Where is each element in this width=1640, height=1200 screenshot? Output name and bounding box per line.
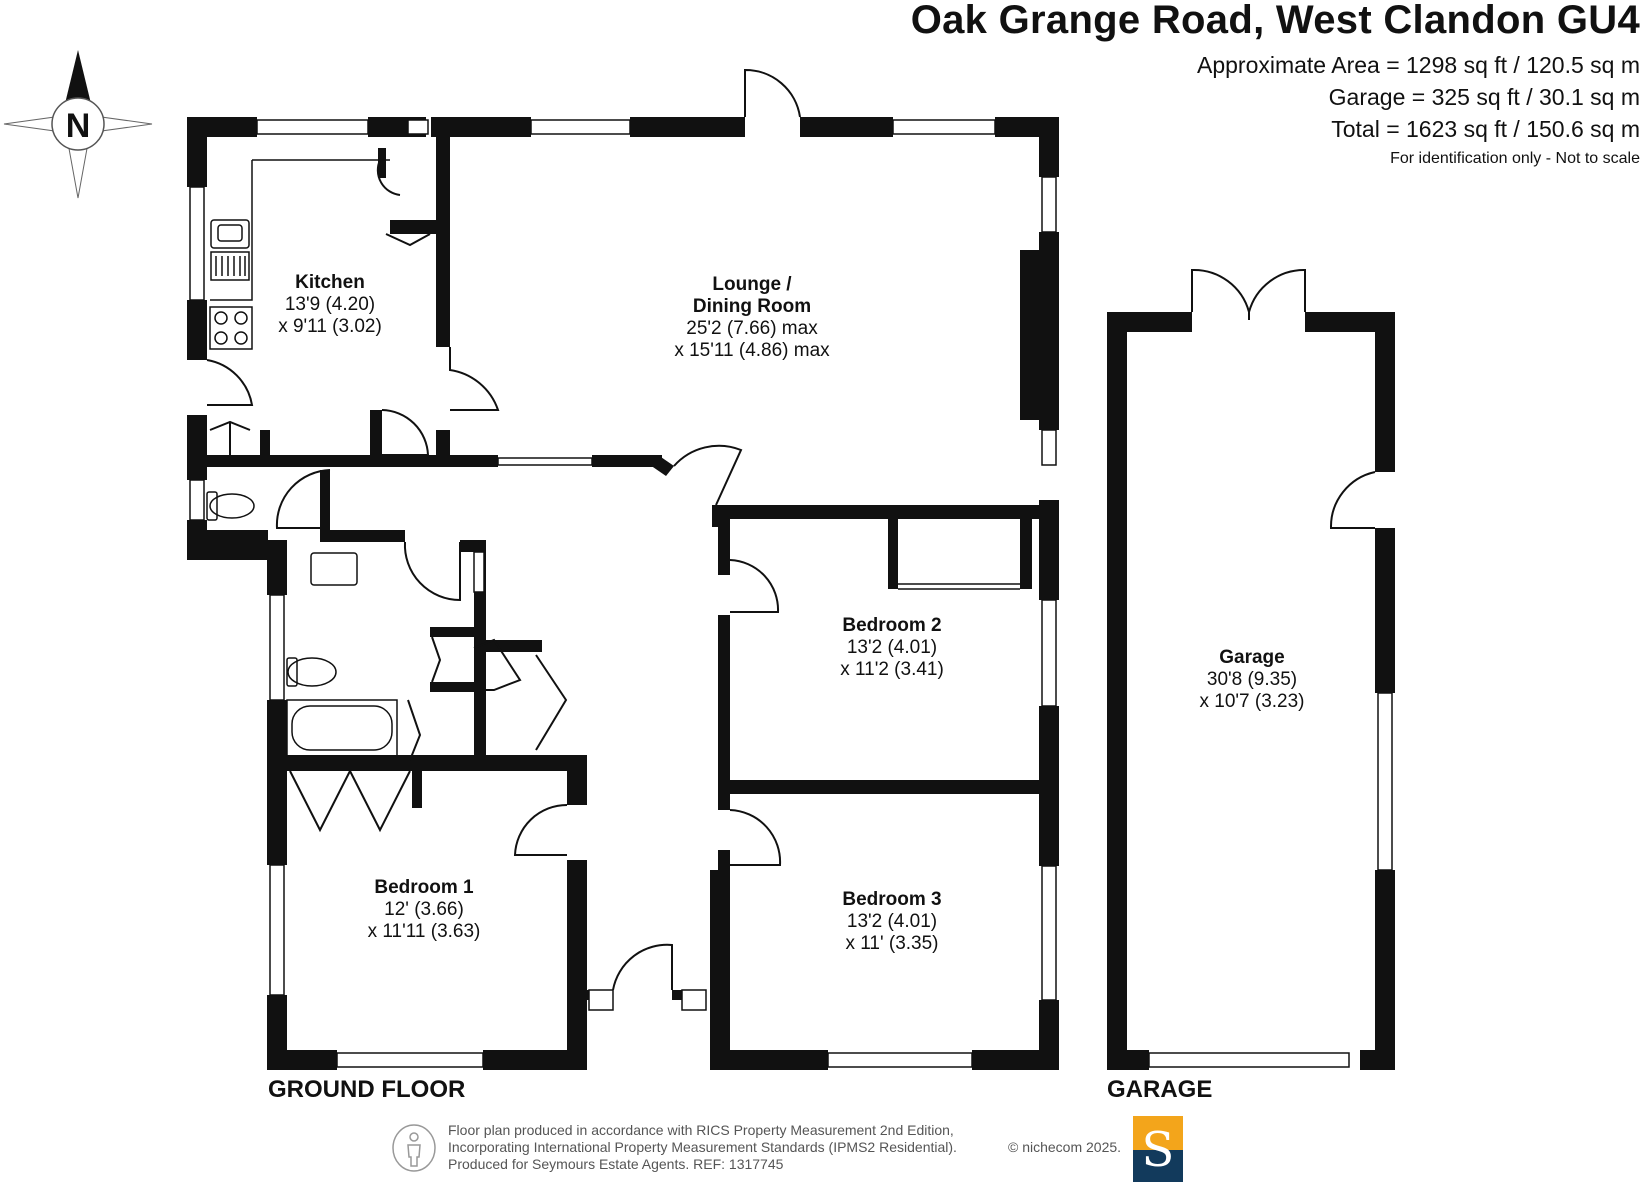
total-area: Total = 1623 sq ft / 150.6 sq m (1331, 116, 1640, 142)
room-bedroom-2: Bedroom 2 13'2 (4.01) x 11'2 (3.41) (840, 615, 944, 680)
people-icon (392, 1124, 436, 1172)
fixtures (206, 159, 1020, 757)
compass-north-letter: N (66, 107, 91, 145)
doors (206, 68, 1376, 991)
footer-notes: Floor plan produced in accordance with R… (448, 1122, 957, 1172)
windows (189, 119, 1393, 1068)
room-lounge-dining: Lounge / Dining Room 25'2 (7.66) max x 1… (674, 274, 830, 361)
room-bedroom-3: Bedroom 3 13'2 (4.01) x 11' (3.35) (842, 889, 942, 954)
room-bedroom-1: Bedroom 1 12' (3.66) x 11'11 (3.63) (367, 877, 481, 942)
garage-caption: GARAGE (1107, 1076, 1213, 1103)
approx-area: Approximate Area = 1298 sq ft / 120.5 sq… (1196, 52, 1640, 78)
scale-note: For identification only - Not to scale (1390, 150, 1640, 167)
compass-rose-icon: N (3, 50, 153, 199)
copyright: © nichecom 2025. (1008, 1139, 1122, 1155)
walls (187, 117, 1395, 1070)
room-kitchen: Kitchen 13'9 (4.20) x 9'11 (3.02) (278, 272, 382, 337)
logo-letter: S (1141, 1122, 1175, 1178)
room-garage: Garage 30'8 (9.35) x 10'7 (3.23) (1199, 647, 1305, 712)
seymours-logo: S (1133, 1116, 1183, 1182)
page-title: Oak Grange Road, West Clandon GU4 (910, 0, 1640, 42)
ground-floor-caption: GROUND FLOOR (268, 1076, 466, 1103)
garage-area: Garage = 325 sq ft / 30.1 sq m (1328, 84, 1640, 110)
